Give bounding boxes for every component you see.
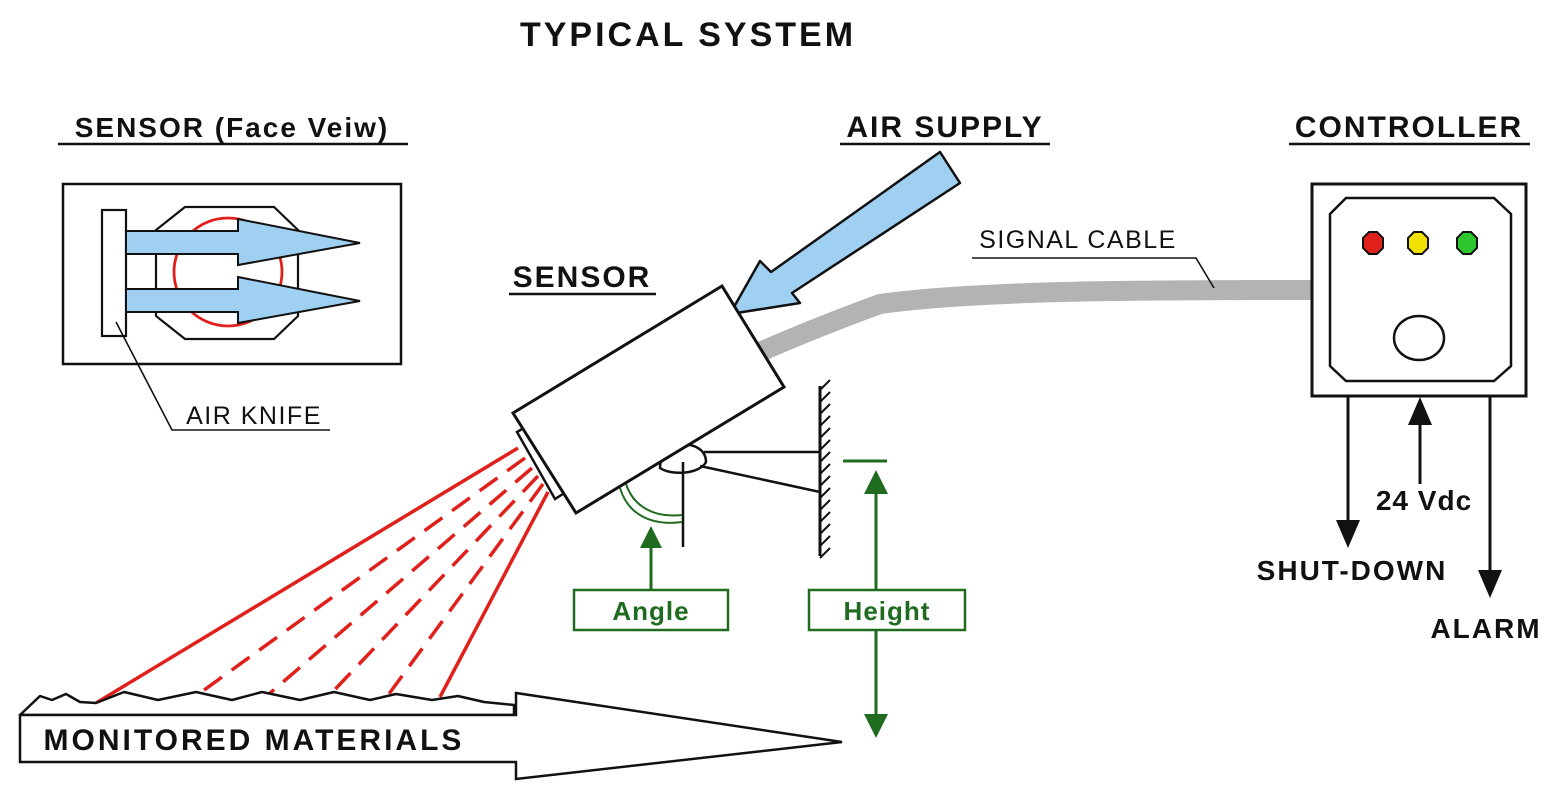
alarm-arrow-head — [1478, 570, 1502, 598]
sensor-assembly: SENSOR — [509, 261, 821, 516]
diagram-title: TYPICAL SYSTEM — [520, 16, 856, 54]
beam-solid-right — [438, 491, 550, 698]
red-light — [1362, 231, 1384, 255]
air-knife-label: AIR KNIFE — [186, 402, 322, 430]
alarm-label: ALARM — [1430, 613, 1541, 644]
air-knife-bar — [100, 208, 128, 338]
signal-cable — [755, 280, 1319, 362]
angle-pointer-head — [640, 526, 662, 548]
material-arrow — [18, 691, 843, 781]
sensor-face-view-title: SENSOR (Face Veiw) — [75, 112, 390, 143]
height-label: Height — [844, 596, 931, 626]
angle-arc-inner — [625, 483, 683, 517]
angle-label-box — [572, 588, 730, 632]
power-arrow-head — [1408, 397, 1432, 425]
sensor-beams — [95, 446, 550, 705]
monitored-materials-label: MONITORED MATERIALS — [44, 724, 465, 757]
monitored-materials: MONITORED MATERIALS — [18, 690, 843, 781]
air-knife-leader-line — [115, 321, 330, 431]
yellow-light — [1407, 231, 1429, 255]
sensing-area-circle — [172, 216, 284, 328]
height-arrow-up — [864, 470, 888, 494]
shut-down-arrow-head — [1336, 520, 1360, 548]
angle-label: Angle — [612, 596, 689, 626]
sensor-label: SENSOR — [513, 261, 652, 294]
air-supply-arrow — [728, 150, 962, 316]
signal-cable-label: SIGNAL CABLE — [979, 226, 1177, 254]
controller-button — [1392, 314, 1446, 362]
air-supply-label: AIR SUPPLY — [846, 111, 1043, 144]
shut-down-label: SHUT-DOWN — [1257, 555, 1448, 586]
angle-dimension: Angle — [572, 462, 730, 632]
green-light — [1456, 231, 1478, 255]
controller-io: SHUT-DOWN 24 Vdc ALARM — [1257, 396, 1541, 644]
signal-cable-leader-line — [972, 257, 1215, 289]
beam-solid-left — [95, 446, 519, 705]
power-label: 24 Vdc — [1376, 485, 1472, 516]
controller: CONTROLLER — [1289, 111, 1530, 398]
beam-dashed-2 — [260, 466, 534, 702]
wall-hatching — [819, 379, 831, 559]
height-dimension: Height — [807, 459, 967, 738]
height-label-box — [807, 588, 967, 632]
sensor-body — [510, 283, 787, 516]
mounting-wall — [818, 379, 831, 559]
angle-arc — [619, 487, 683, 524]
air-jet-arrow-upper — [125, 217, 361, 267]
beam-dashed-4 — [381, 482, 545, 704]
sensor-face-view: SENSOR (Face Veiw) AIR KNIFE — [58, 112, 408, 431]
controller-label: CONTROLLER — [1295, 111, 1523, 144]
height-arrow-down — [864, 714, 888, 738]
mount-arm-lower — [699, 464, 821, 494]
material-surface — [18, 690, 516, 717]
sensor-face-outline — [154, 205, 300, 341]
beam-dashed-3 — [321, 474, 540, 704]
air-jet-arrow-lower — [125, 275, 361, 325]
